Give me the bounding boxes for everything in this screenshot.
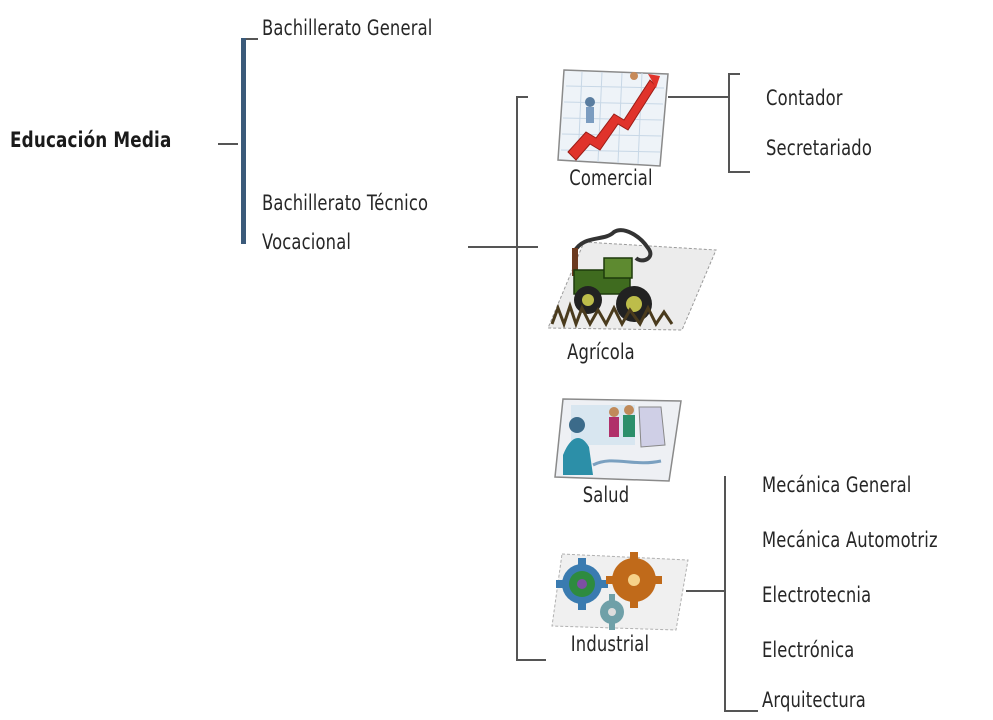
gears-icon xyxy=(551,552,689,631)
root-node-label: Educación Media xyxy=(10,128,172,152)
comercial-tick-top xyxy=(728,73,740,75)
career-electronica: Electrónica xyxy=(762,638,855,662)
sector-comercial-label: Comercial xyxy=(569,166,653,190)
bracket-tick-top xyxy=(246,38,258,40)
technical-connector xyxy=(468,246,538,248)
health-workers-icon xyxy=(554,398,682,482)
tracks-bracket xyxy=(241,38,246,244)
spine-tick-top xyxy=(516,96,528,98)
track-bachillerato-tecnico-line1: Bachillerato Técnico xyxy=(262,191,429,215)
career-electrotecnia: Electrotecnia xyxy=(762,583,872,607)
tractor-icon xyxy=(547,228,717,331)
sector-salud-label: Salud xyxy=(582,483,630,507)
career-secretariado: Secretariado xyxy=(766,136,873,160)
sector-agricola-label: Agrícola xyxy=(567,340,635,364)
comercial-connector xyxy=(668,96,730,98)
industrial-connector xyxy=(686,590,726,592)
comercial-careers-spine xyxy=(728,73,730,173)
root-connector xyxy=(218,143,238,145)
career-mecanica-automotriz: Mecánica Automotriz xyxy=(762,528,938,552)
career-contador: Contador xyxy=(766,86,843,110)
spine-tick-bottom xyxy=(516,659,546,661)
growth-chart-icon xyxy=(557,69,669,167)
industrial-tick-bottom xyxy=(724,710,758,712)
comercial-tick-bottom xyxy=(728,171,750,173)
industrial-careers-spine xyxy=(724,476,726,712)
track-bachillerato-tecnico-line2: Vocacional xyxy=(262,230,352,254)
career-mecanica-general: Mecánica General xyxy=(762,473,912,497)
sector-industrial-label: Industrial xyxy=(570,632,650,656)
track-bachillerato-general: Bachillerato General xyxy=(262,16,433,40)
sectors-spine xyxy=(516,96,518,661)
career-arquitectura: Arquitectura xyxy=(762,688,866,712)
